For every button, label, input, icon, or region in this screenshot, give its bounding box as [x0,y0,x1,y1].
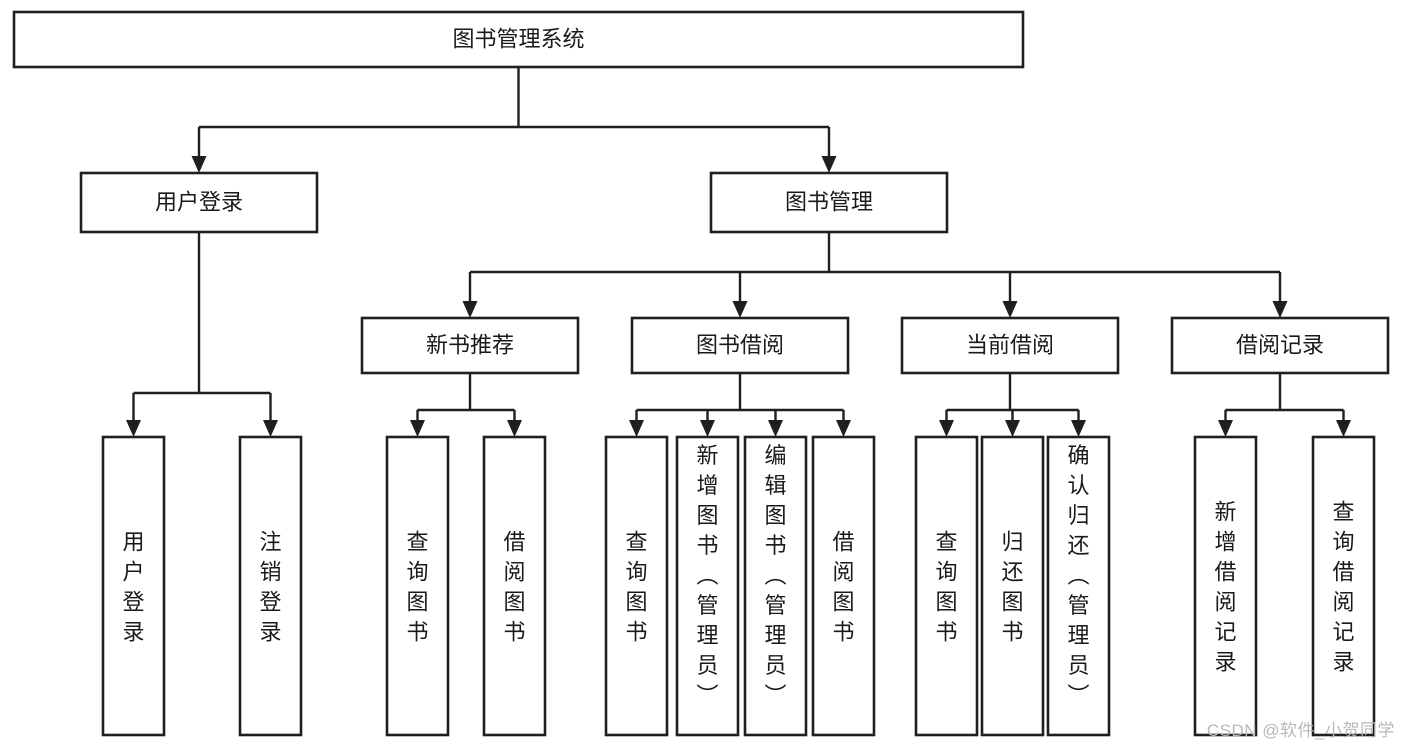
node-box [675,435,740,737]
node-label: 查询图书 [406,529,428,644]
node-box [482,435,547,737]
node-new-book-recommend[interactable]: 新书推荐 [360,316,580,375]
node-label: 借阅记录 [1236,332,1324,357]
node-label: 注销登录 [259,529,281,644]
node-current-borrow[interactable]: 当前借阅 [900,316,1120,375]
node-label: 编辑图书︵管理员︶ [764,443,786,708]
node-label: 新增借阅记录 [1214,499,1236,674]
node-box [980,435,1045,737]
node-box [630,316,850,375]
node-box [900,316,1120,375]
arrow-head-icon [1071,420,1086,437]
connector-group-user-login [126,232,278,437]
node-label: 借阅图书 [832,529,854,644]
arrow-head-icon [939,420,954,437]
connector-group-book-borrow [629,373,851,437]
node-book-borrow[interactable]: 图书借阅 [630,316,850,375]
node-label: 图书管理 [785,189,873,214]
arrow-head-icon [191,156,207,173]
node-label: 用户登录 [122,529,144,644]
connector-group-current-borrow [939,373,1086,437]
connector-group-new-book-recommend [410,373,522,437]
arrow-head-icon [732,301,748,318]
leaf-leaf-user-login[interactable]: 用户登录 [101,435,166,737]
arrow-head-icon [821,156,837,173]
connector-group-book-manage [462,232,1288,318]
node-label: 用户登录 [155,189,243,214]
node-box [385,435,450,737]
node-box [360,316,580,375]
node-label: 确认归还︵管理员︶ [1067,443,1089,708]
node-box [12,10,1025,69]
leaf-leaf-return-book[interactable]: 归还图书 [980,435,1045,737]
arrow-head-icon [700,420,715,437]
arrow-head-icon [836,420,851,437]
arrow-head-icon [1218,420,1233,437]
node-label: 归还图书 [1001,529,1023,644]
csdn-watermark: CSDN @软件_小贺同学 [1206,721,1395,740]
arrow-head-icon [1272,301,1288,318]
node-label: 图书借阅 [696,332,784,357]
node-box [1193,435,1258,737]
arrow-head-icon [126,420,141,437]
leaf-leaf-query-book-1[interactable]: 查询图书 [385,435,450,737]
node-label: 借阅图书 [503,529,525,644]
node-box [1170,316,1390,375]
leaf-leaf-add-borrow-record[interactable]: 新增借阅记录 [1193,435,1258,737]
arrow-head-icon [629,420,644,437]
node-box [914,435,979,737]
node-box [743,435,808,737]
node-label: 查询图书 [935,529,957,644]
node-root-system[interactable]: 图书管理系统 [12,10,1025,69]
arrow-head-icon [507,420,522,437]
leaf-leaf-confirm-return[interactable]: 确认归还︵管理员︶ [1046,435,1111,737]
node-label: 查询图书 [625,529,647,644]
connector-group-root [191,67,837,173]
node-label: 图书管理系统 [452,26,584,51]
node-box [238,435,303,737]
node-borrow-record[interactable]: 借阅记录 [1170,316,1390,375]
arrow-head-icon [768,420,783,437]
node-box [811,435,876,737]
arrow-head-icon [263,420,278,437]
node-user-login[interactable]: 用户登录 [79,171,319,234]
node-box [1046,435,1111,737]
node-label: 查询借阅记录 [1332,499,1354,674]
arrow-head-icon [1336,420,1351,437]
node-label: 新增图书︵管理员︶ [696,443,718,708]
leaf-leaf-query-book-2[interactable]: 查询图书 [604,435,669,737]
node-label: 新书推荐 [426,332,514,357]
node-layer: 图书管理系统用户登录图书管理新书推荐图书借阅当前借阅借阅记录用户登录注销登录查询… [12,10,1390,737]
leaf-leaf-query-book-3[interactable]: 查询图书 [914,435,979,737]
arrow-head-icon [1002,301,1018,318]
node-book-manage[interactable]: 图书管理 [709,171,949,234]
connector-layer [126,67,1351,437]
node-box [709,171,949,234]
node-box [79,171,319,234]
leaf-leaf-logout[interactable]: 注销登录 [238,435,303,737]
arrow-head-icon [1005,420,1020,437]
node-box [101,435,166,737]
leaf-leaf-borrow-book-2[interactable]: 借阅图书 [811,435,876,737]
node-box [604,435,669,737]
leaf-leaf-add-book[interactable]: 新增图书︵管理员︶ [675,435,740,737]
node-label: 当前借阅 [966,332,1054,357]
arrow-head-icon [462,301,478,318]
leaf-leaf-edit-book[interactable]: 编辑图书︵管理员︶ [743,435,808,737]
arrow-head-icon [410,420,425,437]
node-box [1311,435,1376,737]
connector-group-borrow-record [1218,373,1351,437]
leaf-leaf-query-borrow-record[interactable]: 查询借阅记录 [1311,435,1376,737]
leaf-leaf-borrow-book-1[interactable]: 借阅图书 [482,435,547,737]
